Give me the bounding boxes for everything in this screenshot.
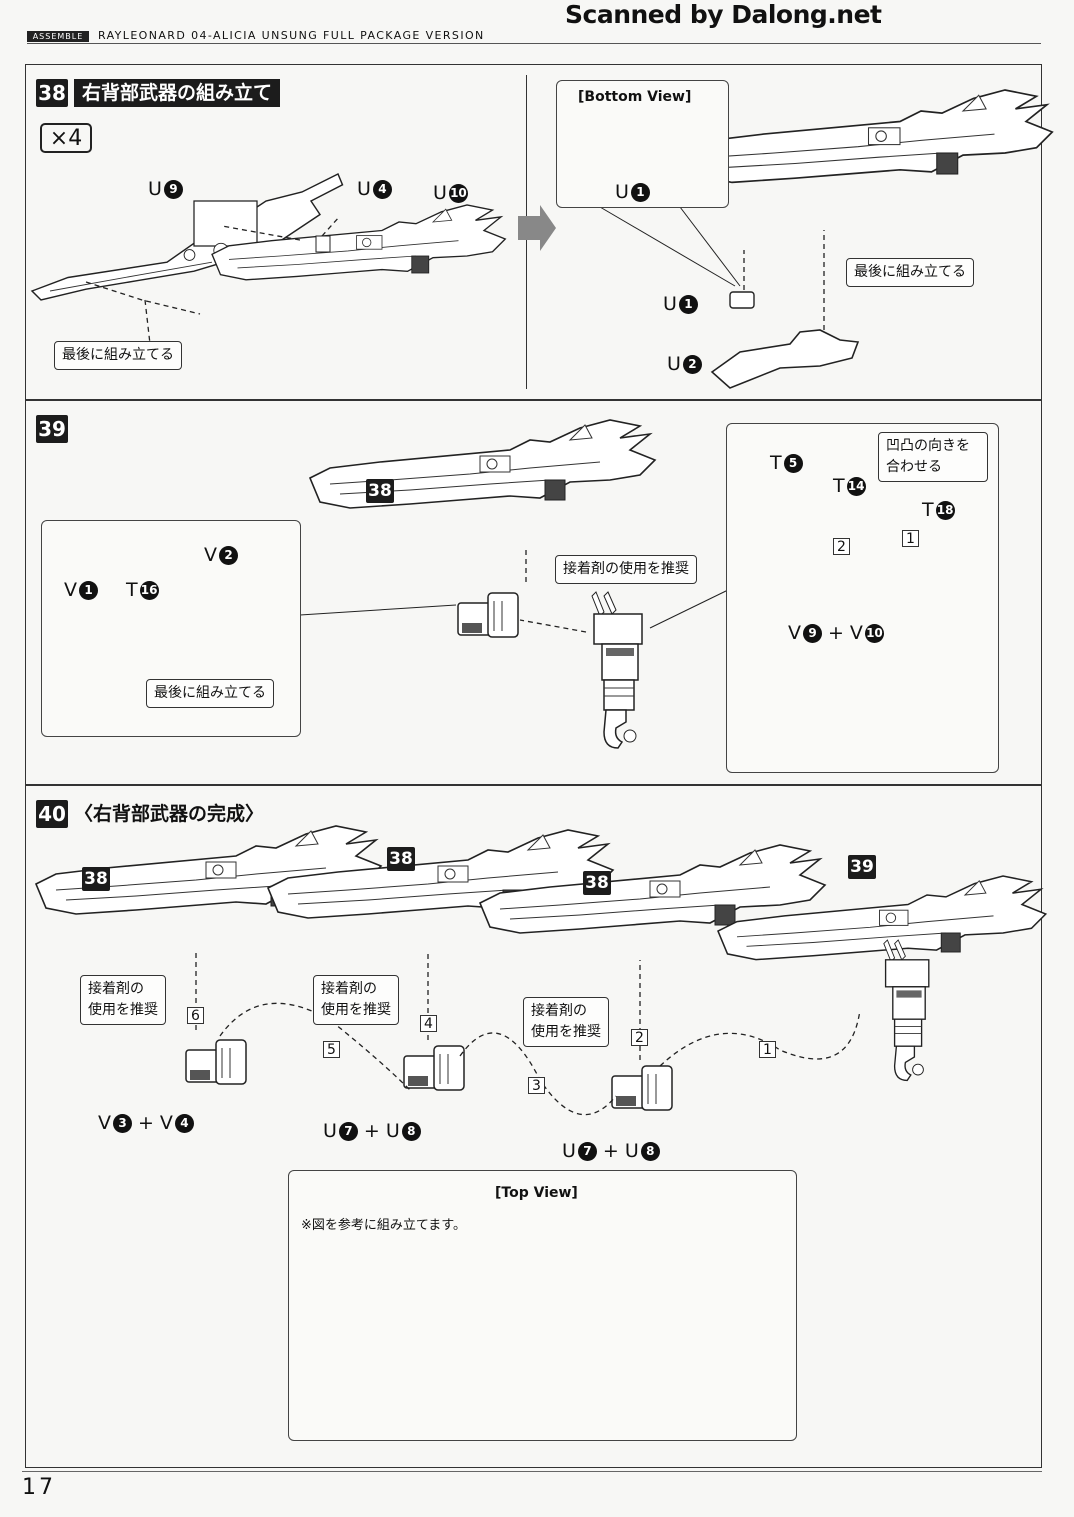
callout-assemble-last: 最後に組み立てる [54, 341, 182, 370]
top-view-inset [288, 1170, 797, 1441]
header-tag: ASSEMBLE [27, 31, 89, 42]
top-view-title: [Top View] [495, 1185, 578, 1201]
step-40-number: 40 [36, 800, 68, 828]
step-38-number: 38 [36, 79, 68, 107]
step-40-title: 〈右背部武器の完成〉 [74, 803, 265, 825]
step-ref-38-c: 38 [583, 871, 611, 895]
callout-align-orientation: 凹凸の向きを 合わせる [878, 432, 988, 482]
callout-assemble-last-39: 最後に組み立てる [146, 679, 274, 708]
callout-glue-2: 接着剤の 使用を推奨 [313, 975, 399, 1025]
order-mark-1: 1 [902, 530, 919, 547]
order-mark-5: 5 [323, 1041, 340, 1058]
header-rule [27, 43, 1041, 44]
header-title: RAYLEONARD 04-ALICIA UNSUNG FULL PACKAGE… [98, 29, 485, 42]
top-view-note: ※図を参考に組み立てます。 [301, 1218, 466, 1233]
callout-glue-1: 接着剤の 使用を推奨 [80, 975, 166, 1025]
divider-39-40 [25, 784, 1042, 786]
divider-38-39 [25, 399, 1042, 401]
order-mark-1b: 1 [759, 1041, 776, 1058]
step-ref-38-b: 38 [387, 847, 415, 871]
order-mark-2b: 2 [631, 1029, 648, 1046]
step-ref-39: 39 [848, 855, 876, 879]
page-number: 17 [22, 1475, 56, 1500]
callout-glue-recommended: 接着剤の使用を推奨 [555, 555, 697, 584]
callout-assemble-last-right: 最後に組み立てる [846, 258, 974, 287]
bottom-view-title: [Bottom View] [578, 89, 692, 105]
step-ref-38-a: 38 [82, 867, 110, 891]
step-39-number: 39 [36, 415, 68, 443]
step-ref-38: 38 [366, 479, 394, 503]
order-mark-6: 6 [187, 1007, 204, 1024]
page-frame [25, 64, 1042, 1468]
callout-glue-3: 接着剤の 使用を推奨 [523, 997, 609, 1047]
order-mark-4: 4 [420, 1015, 437, 1032]
order-mark-3: 3 [528, 1077, 545, 1094]
footer-rule [22, 1471, 1042, 1472]
watermark: Scanned by Dalong.net [565, 0, 882, 29]
step-38-title: 右背部武器の組み立て [74, 79, 281, 107]
quantity-multiplier: ×4 [40, 123, 92, 153]
order-mark-2: 2 [833, 538, 850, 555]
